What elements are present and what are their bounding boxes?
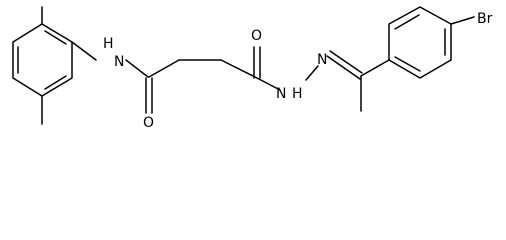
amide-nitrogen-label: N	[114, 54, 124, 70]
hydrazide-nitrogen-label: N	[276, 86, 286, 102]
left-carbonyl-oxygen-label: O	[143, 115, 154, 131]
aryl-ring-left-inner-bonds	[17, 30, 67, 90]
molecule-drawing: H N O O N H N Br	[0, 0, 506, 165]
atom-labels: H N O O N H N Br	[103, 11, 493, 131]
aryl-to-amide-nitrogen-bond	[71, 41, 97, 61]
bromine-bond	[450, 16, 475, 25]
chain-bond-3	[220, 59, 258, 79]
imine-bond-2	[329, 50, 363, 74]
aryl-ring-right-inner-bonds	[394, 14, 446, 72]
imine-to-right-ring-bond	[360, 59, 390, 77]
nitrogen-nitrogen-bond	[305, 65, 319, 81]
imine-nitrogen-label: N	[317, 52, 327, 68]
chain-bond-1	[148, 59, 180, 78]
structure-background	[0, 0, 506, 165]
right-carbonyl-oxygen-label: O	[251, 28, 262, 44]
carbonyl-to-hydrazide-nitrogen-bond	[256, 77, 281, 91]
amide-nitrogen-to-carbonyl-bond	[125, 59, 149, 78]
chemical-structure: H N O O N H N Br	[0, 0, 506, 165]
bond-lines	[12, 6, 475, 125]
hydrazide-hydrogen-label: H	[292, 86, 303, 102]
imine-bond-1	[326, 55, 361, 80]
bromine-label: Br	[477, 11, 493, 27]
amide-hydrogen-label: H	[103, 36, 114, 52]
